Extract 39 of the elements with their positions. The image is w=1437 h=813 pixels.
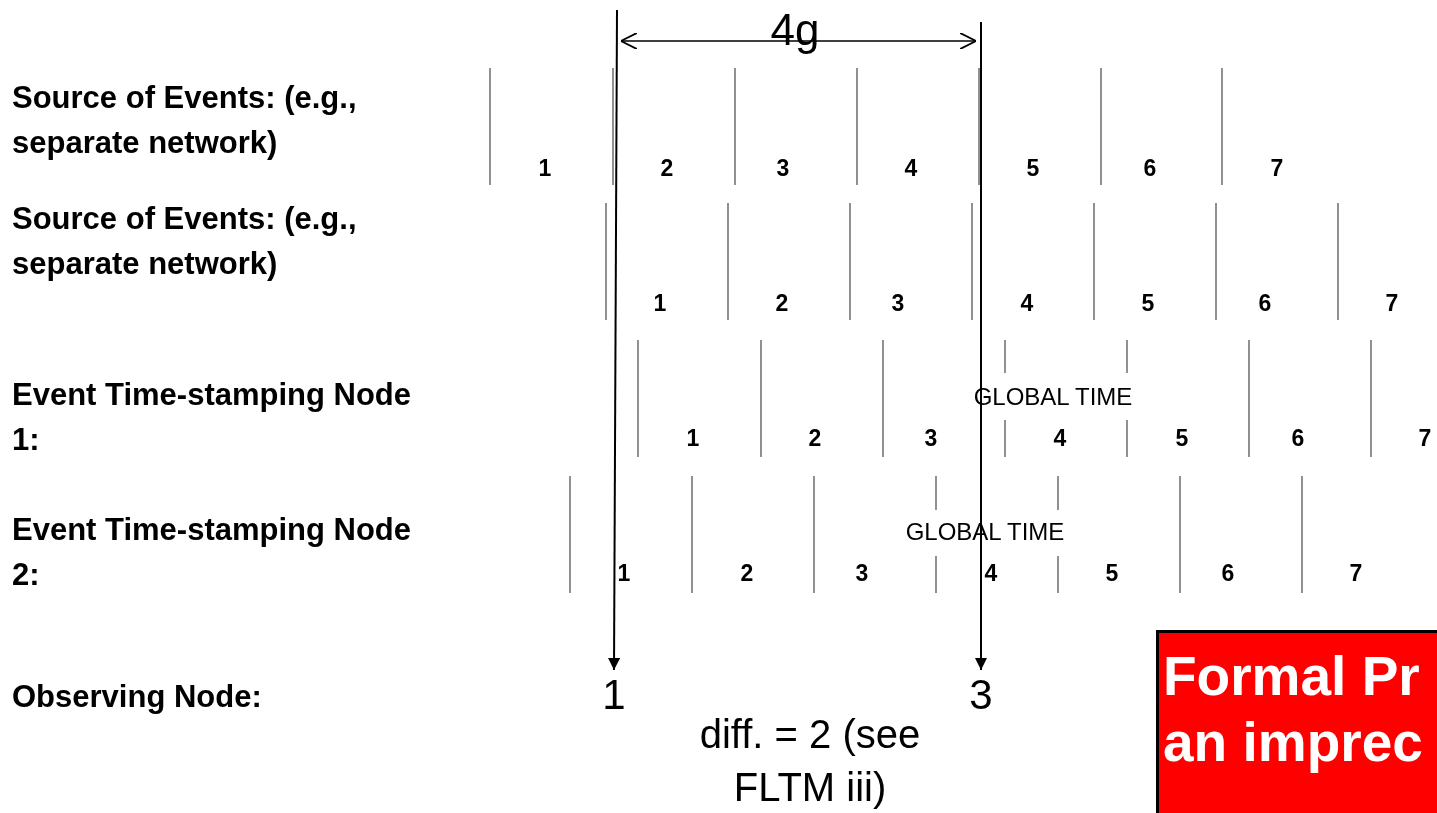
tick-number: 2: [775, 289, 789, 317]
tick-number: 1: [686, 424, 700, 452]
tick-number: 1: [617, 559, 631, 587]
tick-number: 7: [1270, 154, 1284, 182]
tick-number: 3: [855, 559, 869, 587]
time-value: 3: [969, 674, 993, 716]
tick-number: 5: [1105, 559, 1119, 587]
row-title: Source of Events: (e.g., separate network): [12, 200, 358, 283]
tick-number: 7: [1349, 559, 1363, 587]
tick-number: 5: [1175, 424, 1189, 452]
tick-number: 3: [891, 289, 905, 317]
tick-number: 5: [1026, 154, 1040, 182]
arrow: [608, 9, 621, 671]
row-title: Source of Events: (e.g., separate network): [12, 79, 358, 162]
row-title: Event Time-stamping Node 2:: [12, 511, 413, 594]
tick-number: 1: [653, 289, 667, 317]
tick-number: 6: [1143, 154, 1157, 182]
tick-number: 3: [776, 154, 790, 182]
tick-number: 4: [984, 559, 998, 587]
tick-number: 4: [1020, 289, 1034, 317]
tick-number: 7: [1418, 424, 1432, 452]
warning-box: Formal Pr an imprec: [1156, 630, 1437, 813]
arrow: [975, 21, 987, 671]
tick-number: 6: [1221, 559, 1235, 587]
tick-number: 2: [660, 154, 674, 182]
time-value: 1: [602, 674, 626, 716]
tick-number: 2: [740, 559, 754, 587]
note-text: diff. = 2 (see FLTM iii): [698, 711, 922, 811]
tick-number: 1: [538, 154, 552, 182]
tick-number: 2: [808, 424, 822, 452]
tick-number: 3: [924, 424, 938, 452]
tick-number: 6: [1258, 289, 1272, 317]
row-title: Observing Node:: [12, 678, 263, 716]
tick-number: 6: [1291, 424, 1305, 452]
row-title: Event Time-stamping Node 1:: [12, 376, 413, 459]
tick-number: 5: [1141, 289, 1155, 317]
tick-number: 4: [1053, 424, 1067, 452]
tick-number: 4: [904, 154, 918, 182]
tick-number: 7: [1385, 289, 1399, 317]
